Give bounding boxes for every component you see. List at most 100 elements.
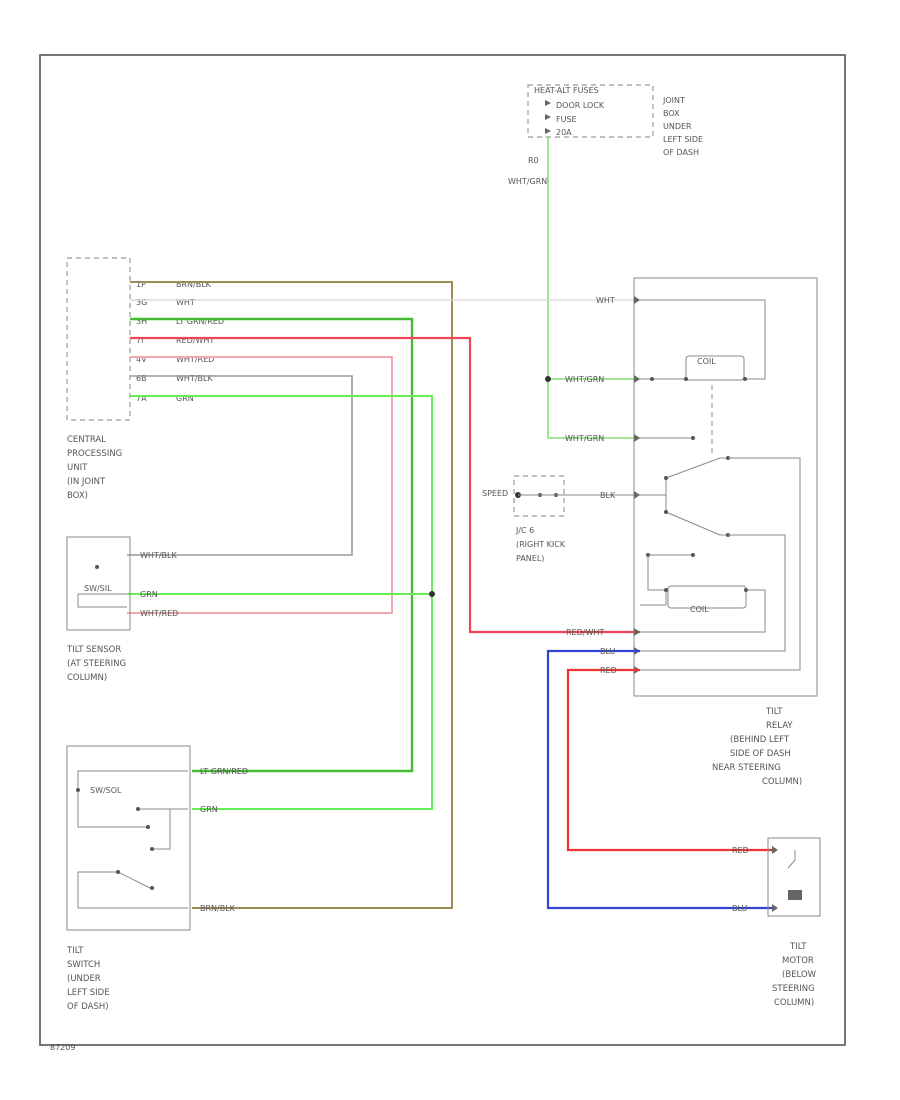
relay-label-1: TILT xyxy=(765,707,783,717)
relay-label-5: NEAR STEERING xyxy=(712,763,781,773)
relay-wire-blk: BLK xyxy=(600,491,616,500)
wire-red-wht xyxy=(130,336,640,634)
wire-wht-red xyxy=(127,356,393,614)
tilt-relay: COIL COIL TILT RELAY (BEHIND LEFT SIDE O… xyxy=(633,277,818,787)
wire-brn-blk xyxy=(130,281,453,909)
tilt-sensor-wire-1: WHT/BLK xyxy=(140,551,177,560)
junction-connector: SPEED BLK J/C 6 (RIGHT KICK PANEL) xyxy=(482,475,640,563)
fuse-box-label-1: JOINT xyxy=(662,96,685,105)
relay-label-3: (BEHIND LEFT xyxy=(730,735,790,745)
relay-coil-top: COIL xyxy=(697,357,716,366)
motor-outline xyxy=(767,837,821,917)
cpu-pin-3: 3H xyxy=(136,317,147,326)
tilt-sensor-label-3: COLUMN) xyxy=(67,673,107,683)
fuse-wire-color: WHT/GRN xyxy=(508,177,547,186)
relay-wire-wht-grn-2: WHT/GRN xyxy=(565,434,604,443)
relay-wire-wht-grn-1: WHT/GRN xyxy=(565,375,604,384)
cpu-label-2: PROCESSING xyxy=(67,449,122,459)
tilt-sensor-label-1: TILT SENSOR xyxy=(66,645,121,655)
tilt-switch-label-3: (UNDER xyxy=(67,974,101,984)
cpu-wire-5: WHT/RED xyxy=(176,355,214,364)
fuse-box-title: HEAT-ALT FUSES xyxy=(534,86,599,95)
relay-coil-bot: COIL xyxy=(690,605,709,614)
cpu-wire-2: WHT xyxy=(176,298,195,307)
diagram-frame xyxy=(39,54,846,1046)
tilt-switch-label-5: OF DASH) xyxy=(67,1002,109,1012)
cpu-pin-6: 6B xyxy=(136,374,147,383)
tilt-switch-label-1: TILT xyxy=(66,946,84,956)
splice-grn xyxy=(429,591,435,597)
tilt-switch-wire-1: LT GRN/RED xyxy=(200,767,248,776)
relay-label-6: COLUMN) xyxy=(762,777,802,787)
relay-wire-blu: BLU xyxy=(600,647,616,656)
motor-symbol xyxy=(788,890,802,900)
wire-red xyxy=(566,668,772,852)
cpu-label-1: CENTRAL xyxy=(67,435,106,445)
junction-label-3: PANEL) xyxy=(516,554,544,563)
junction-label-2: (RIGHT KICK xyxy=(516,540,566,549)
fuse-box: HEAT-ALT FUSES DOOR LOCK FUSE 20A JOINT … xyxy=(527,84,703,157)
fuse-line-3: 20A xyxy=(556,128,572,137)
cpu-label-4: (IN JOINT xyxy=(67,477,106,487)
wire-wht-blk xyxy=(127,375,353,556)
relay-wire-wht: WHT xyxy=(596,296,615,305)
wire-lt-grn-red xyxy=(130,317,414,773)
fuse-box-label-3: UNDER xyxy=(663,122,692,131)
tilt-switch-label-4: LEFT SIDE xyxy=(67,988,110,998)
fuse-box-outline xyxy=(527,84,654,138)
relay-label-4: SIDE OF DASH xyxy=(730,749,791,759)
wire-grn xyxy=(130,395,433,810)
tilt-switch-inner: SW/SOL xyxy=(90,786,122,795)
relay-outline xyxy=(633,277,818,697)
fuse-box-label-5: OF DASH xyxy=(663,148,699,157)
motor-label-3: (BELOW xyxy=(782,970,817,980)
fuse-wire-code: R0 xyxy=(528,156,539,165)
cpu-wire-4: RED/WHT xyxy=(176,336,214,345)
junction-label-1: J/C 6 xyxy=(515,526,534,535)
tilt-switch-wire-2: GRN xyxy=(200,805,218,814)
relay-top-coil xyxy=(685,355,745,381)
relay-wire-red-wht: RED/WHT xyxy=(566,628,604,637)
wire-wht-grn-feed: WHT/GRN WHT/GRN xyxy=(545,137,640,443)
cpu-pin-1: 1P xyxy=(136,280,146,289)
motor-label-5: COLUMN) xyxy=(774,998,814,1008)
tilt-sensor-wire-2: GRN xyxy=(140,590,158,599)
cpu-wire-7: GRN xyxy=(176,394,194,403)
tilt-motor: RED BLU TILT MOTOR (BELOW STEERING COLUM… xyxy=(732,837,821,1008)
cpu-pin-5: 4V xyxy=(136,355,147,364)
motor-wire-blu: BLU xyxy=(732,904,748,913)
cpu-label-5: BOX) xyxy=(67,491,88,501)
tilt-sensor-label-2: (AT STEERING xyxy=(67,659,126,669)
tilt-sensor: SW/SIL WHT/BLK GRN WHT/RED TILT SENSOR (… xyxy=(66,536,178,683)
figure-id: 87209 xyxy=(50,1043,75,1052)
fuse-arrows xyxy=(545,100,551,134)
motor-label-2: MOTOR xyxy=(782,956,814,966)
relay-pins xyxy=(634,296,640,674)
cpu-wire-6: WHT/BLK xyxy=(176,374,213,383)
motor-label-4: STEERING xyxy=(772,984,815,994)
cpu-pin-4: 7I xyxy=(136,336,143,345)
motor-label-1: TILT xyxy=(789,942,807,952)
relay-bottom-coil xyxy=(667,585,747,609)
cpu-pin-2: 3G xyxy=(136,298,147,307)
cpu-outline xyxy=(66,257,131,421)
cpu-pin-7: 7A xyxy=(136,394,147,403)
tilt-switch-outline xyxy=(66,745,191,931)
tilt-sensor-wire-3: WHT/RED xyxy=(140,609,178,618)
tilt-sensor-inner: SW/SIL xyxy=(84,584,112,593)
central-processing-unit: 1P 3G 3H 7I 4V 6B 7A BRN/BLK WHT LT GRN/… xyxy=(66,257,224,501)
cpu-wire-3: LT GRN/RED xyxy=(176,317,224,326)
fuse-box-label-2: BOX xyxy=(663,109,680,118)
tilt-switch: SW/SOL LT GRN/RED GRN BRN/BLK TILT SWITC… xyxy=(66,745,248,1012)
tilt-switch-wire-3: BRN/BLK xyxy=(200,904,236,913)
relay-wire-red: RED xyxy=(600,666,617,675)
fuse-line-2: FUSE xyxy=(556,115,577,124)
cpu-label-3: UNIT xyxy=(67,463,88,473)
fuse-line-1: DOOR LOCK xyxy=(556,101,605,110)
wire-blu xyxy=(546,649,772,910)
tilt-sensor-outline xyxy=(66,536,131,631)
relay-label-2: RELAY xyxy=(766,721,793,731)
motor-wire-red: RED xyxy=(732,846,749,855)
tilt-switch-label-2: SWITCH xyxy=(67,960,100,970)
